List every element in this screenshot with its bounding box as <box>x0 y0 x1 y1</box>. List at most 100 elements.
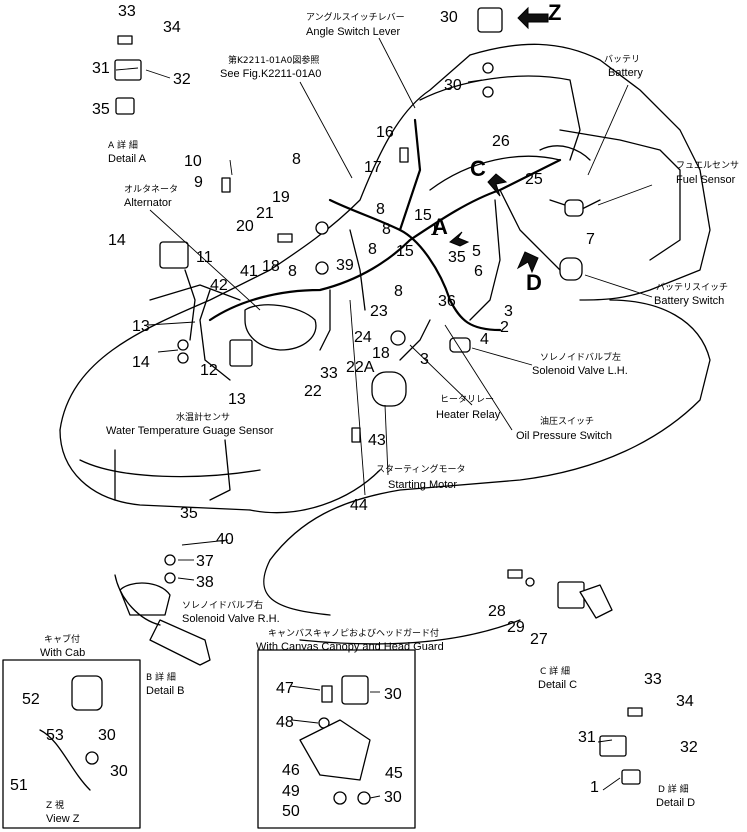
washer-30 <box>482 86 494 98</box>
callout-20: 20 <box>236 218 254 235</box>
callout-41: 41 <box>240 263 258 280</box>
nut-30-canopy <box>357 791 371 805</box>
callout-25: 25 <box>525 171 543 188</box>
battery-switch-label-jp: バッテリスイッチ <box>656 282 728 293</box>
callout-48: 48 <box>276 714 294 731</box>
nut-50 <box>333 791 347 805</box>
solenoid-valve-rh <box>119 582 171 616</box>
battery-label: Battery <box>608 67 643 79</box>
relay-1-d <box>621 769 641 785</box>
battery-switch-label: Battery Switch <box>654 295 724 307</box>
callout-47: 47 <box>276 680 294 697</box>
detail-d-label: Detail D <box>656 797 695 809</box>
relay-27-c <box>557 581 585 609</box>
callout-7: 7 <box>586 231 595 248</box>
callout-8: 8 <box>292 151 301 168</box>
machine-outline <box>59 43 711 645</box>
callout-53: 53 <box>46 727 64 744</box>
alternator-label-jp: オルタネータ <box>124 184 178 195</box>
callout-35: 35 <box>180 505 198 522</box>
lamp-30-top <box>477 7 503 33</box>
starting-motor <box>371 371 407 407</box>
bolt-20 <box>277 233 293 243</box>
callout-45: 45 <box>385 765 403 782</box>
callout-50: 50 <box>282 803 300 820</box>
with-cab-box <box>2 659 141 829</box>
callout-35: 35 <box>448 249 466 266</box>
solenoid-lh-label: Solenoid Valve L.H. <box>532 365 628 377</box>
starting-motor-label-jp: スターティングモータ <box>376 463 465 475</box>
fuel-sensor <box>564 199 584 217</box>
callout-28: 28 <box>488 603 506 620</box>
callout-17: 17 <box>364 159 382 176</box>
callout-33: 33 <box>320 365 338 382</box>
callout-18: 18 <box>262 258 280 275</box>
callout-26: 26 <box>492 133 510 150</box>
canopy-label: With Canvas Canopy and Head Guard <box>256 641 444 653</box>
grommet-19 <box>315 221 329 235</box>
alternator <box>244 304 317 351</box>
callout-23: 23 <box>370 303 388 320</box>
oil-switch-label-jp: 油圧スイッチ <box>540 415 594 427</box>
detail-a-label: Detail A <box>108 153 147 165</box>
callout-32: 32 <box>173 71 191 88</box>
callout-34: 34 <box>163 19 181 36</box>
detail-a-letter: A <box>432 214 448 239</box>
callout-18: 18 <box>372 345 390 362</box>
callout-4: 4 <box>480 331 489 348</box>
view-z-label: View Z <box>46 813 80 825</box>
callout-49: 49 <box>282 783 300 800</box>
oil-switch-label: Oil Pressure Switch <box>516 430 612 442</box>
detail-c-letter: C <box>470 156 486 181</box>
fuel-sensor-label: Fuel Sensor <box>676 174 736 186</box>
leader-lines <box>115 37 653 799</box>
callout-14: 14 <box>108 232 126 249</box>
bolt-33-d <box>627 707 643 717</box>
bolt-9 <box>221 177 231 193</box>
detail-d-letter: D <box>526 270 542 295</box>
callout-13: 13 <box>228 391 246 408</box>
callout-31: 31 <box>92 60 110 77</box>
callout-39: 39 <box>336 257 354 274</box>
callout-8: 8 <box>368 241 377 258</box>
callout-42: 42 <box>210 277 228 294</box>
solenoid-rh-label: Solenoid Valve R.H. <box>182 613 280 625</box>
nut-30 <box>482 62 494 74</box>
callout-30: 30 <box>444 77 462 94</box>
angle-switch-label-jp: アングルスイッチレバー <box>306 11 405 23</box>
canopy-label-jp: キャンバスキャノピおよびヘッドガード付 <box>268 628 439 639</box>
callout-8: 8 <box>376 201 385 218</box>
detail-b-label-jp: B 詳 細 <box>146 671 176 683</box>
battery-switch <box>559 257 583 281</box>
callout-8: 8 <box>288 263 297 280</box>
callout-19: 19 <box>272 189 290 206</box>
angle-switch-label: Angle Switch Lever <box>306 26 400 38</box>
arrow-d <box>516 251 539 274</box>
relay-31-d <box>599 735 627 757</box>
solenoid-lh-label-jp: ソレノイドバルブ左 <box>540 351 621 363</box>
view-z-letter: Z <box>548 0 561 25</box>
callout-37: 37 <box>196 553 214 570</box>
parts <box>39 7 643 805</box>
part-callouts: 33 34 31 32 35 30 30 16 17 26 25 10 9 8 … <box>10 3 698 820</box>
lamp-14 <box>159 241 189 269</box>
fuel-sensor-label-jp: フュエルセンサ <box>676 160 739 171</box>
with-cab-label: With Cab <box>40 647 85 659</box>
callout-30: 30 <box>440 9 458 26</box>
lamp-30-cab <box>71 675 103 711</box>
solenoid-rh-label-jp: ソレノイドバルブ右 <box>182 599 263 611</box>
callout-8: 8 <box>382 221 391 238</box>
heater-relay-label: Heater Relay <box>436 409 501 421</box>
callout-22a: 22A <box>346 359 375 376</box>
callout-33: 33 <box>118 3 136 20</box>
callout-40: 40 <box>216 531 234 548</box>
heater-relay <box>390 330 406 346</box>
arrow-a <box>449 231 470 247</box>
with-cab-label-jp: キャブ付 <box>44 633 80 645</box>
callout-51: 51 <box>10 777 28 794</box>
nut-30-cab <box>85 751 99 765</box>
detail-c-label-jp: C 詳 細 <box>540 665 570 677</box>
callout-12: 12 <box>200 362 218 379</box>
solenoid-valve-lh <box>449 337 471 353</box>
callout-8: 8 <box>394 283 403 300</box>
